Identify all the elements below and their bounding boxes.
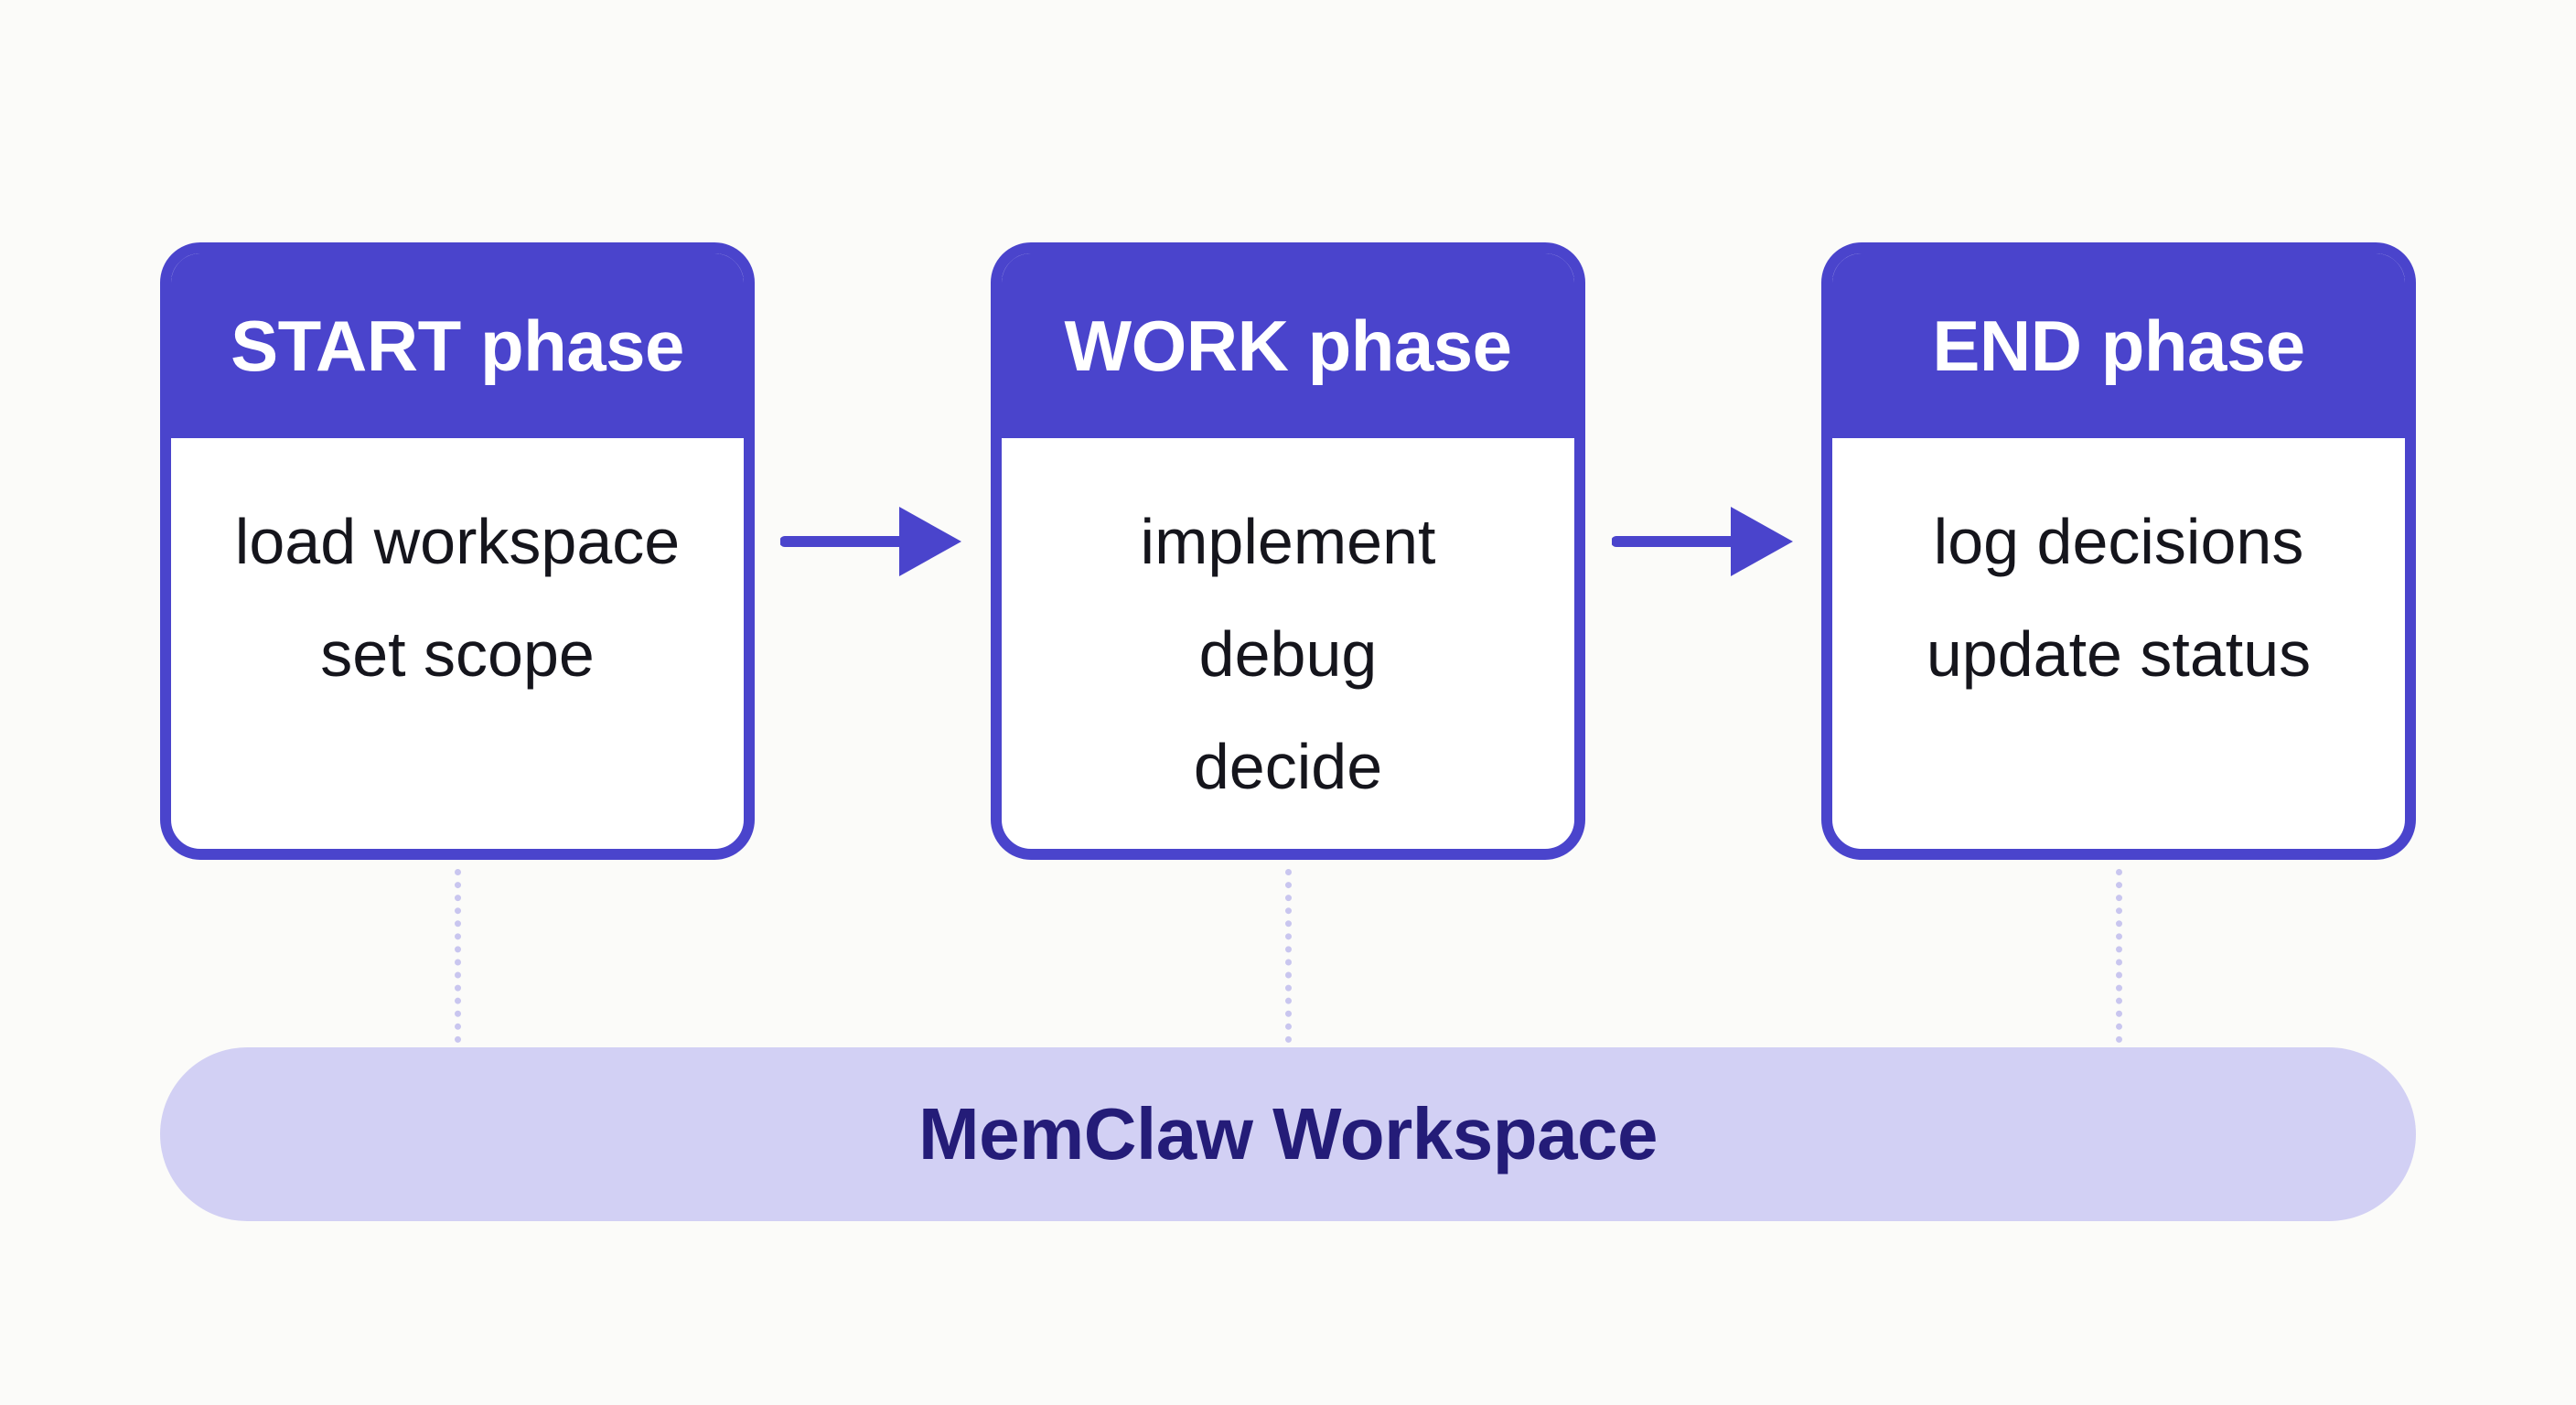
phase-start-item: set scope [320,618,595,690]
workspace-bar: MemClaw Workspace [160,1047,2416,1221]
connector-start-dotted-line [455,869,461,1043]
phase-work-box: WORK phase implement debug decide [991,242,1585,860]
phase-start-title: START phase [171,253,744,438]
phase-work-item: decide [1193,731,1383,802]
phase-end-item: log decisions [1933,506,2304,577]
phase-end-body: log decisions update status [1832,438,2405,711]
phase-work-body: implement debug decide [1002,438,1574,823]
connector-end-dotted-line [2116,869,2122,1043]
phase-work-title: WORK phase [1002,253,1574,438]
arrow-right-icon [1612,507,1793,576]
phase-start-item: load workspace [234,506,681,577]
phase-start-body: load workspace set scope [171,438,744,711]
phase-end-title: END phase [1832,253,2405,438]
phase-work-item: debug [1198,618,1378,690]
connector-work-dotted-line [1285,869,1292,1043]
phase-work-item: implement [1140,506,1436,577]
phase-start-box: START phase load workspace set scope [160,242,755,860]
phase-end-item: update status [1926,618,2312,690]
phase-end-box: END phase log decisions update status [1821,242,2416,860]
arrow-right-icon [780,507,961,576]
